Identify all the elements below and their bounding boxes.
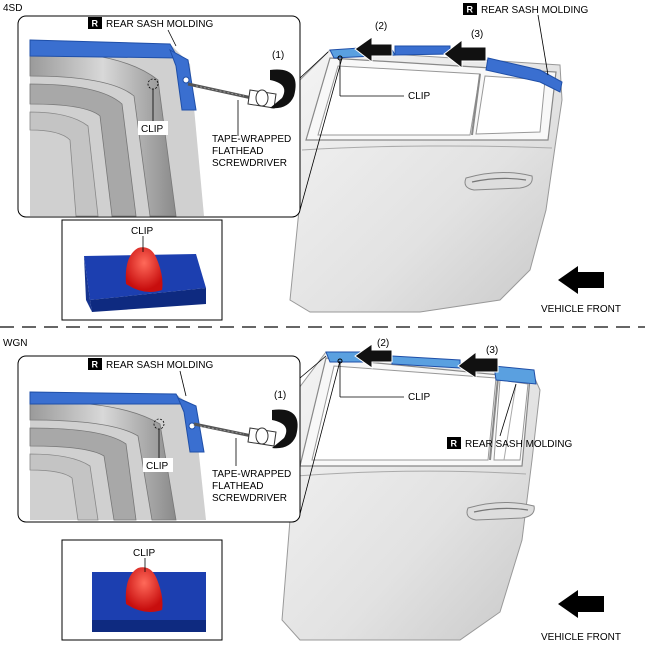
tool-label-3: SCREWDRIVER [212,493,287,504]
step2-label: (2) [377,338,389,349]
svg-text:R: R [467,5,474,15]
detail-frame [29,391,206,521]
screwdriver [187,82,277,109]
molding-rear [485,57,563,93]
step1-label: (1) [274,390,286,401]
vehicle-front-label: VEHICLE FRONT [541,304,621,315]
tool-label-1: TAPE-WRAPPED [212,134,291,145]
section-wgn: WGN (2) (3) CLIP R REAR SASH MOLDING [3,338,621,643]
r-badge-2 [463,3,477,15]
arrow-step3 [457,350,499,379]
molding-mid [394,45,451,56]
section-code: 4SD [3,3,22,14]
svg-text:R: R [451,439,458,449]
svg-text:R: R [92,360,99,370]
molding-label-1: REAR SASH MOLDING [106,360,213,371]
clip-part [125,567,163,612]
arrow-step3 [443,38,487,70]
arrow-step2 [354,343,393,369]
tool-label-2: FLATHEAD [212,481,264,492]
vehicle-front-arrow [558,590,604,618]
tool-label-1: TAPE-WRAPPED [212,469,291,480]
step3-label: (3) [486,345,498,356]
vehicle-front-arrow [558,266,604,294]
step3-label: (3) [471,29,483,40]
tool-label-2: FLATHEAD [212,146,264,157]
molding-label-1: REAR SASH MOLDING [106,19,213,30]
screwdriver [193,422,277,447]
rotate-arrow [272,409,298,449]
rotate-arrow [270,69,296,109]
step1-label: (1) [272,50,284,61]
clip-inset-label: CLIP [141,124,164,135]
molding-label-2: REAR SASH MOLDING [481,5,588,16]
clip-door-label: CLIP [408,91,431,102]
svg-text:R: R [92,19,99,29]
step2-label: (2) [375,21,387,32]
vehicle-front-label: VEHICLE FRONT [541,632,621,643]
clip-part [125,247,163,292]
clip-detail-label: CLIP [131,226,154,237]
clip-door-label: CLIP [408,392,431,403]
tool-label-3: SCREWDRIVER [212,158,287,169]
clip-detail-label: CLIP [133,548,156,559]
clip-inset-label: CLIP [146,461,169,472]
door-illustration [281,351,541,641]
r-badge-2 [447,437,461,449]
arrow-step2 [354,36,393,64]
r-badge-1 [88,17,102,29]
r-badge-1 [88,358,102,370]
door-illustration [289,45,563,313]
detail-frame [29,39,204,217]
section-code: WGN [3,338,27,349]
section-4sd: 4SD (2) (3) CLIP R REAR S [3,3,621,321]
molding-label-2: REAR SASH MOLDING [465,439,572,450]
